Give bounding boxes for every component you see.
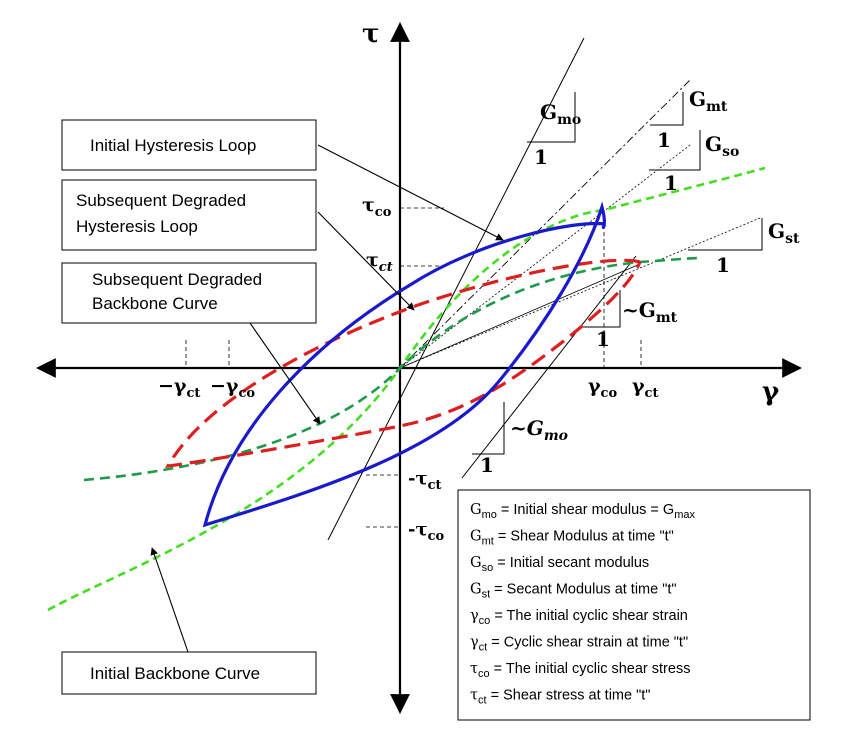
legend-entry: γct = Cyclic shear strain at time "t" xyxy=(470,635,688,654)
g-mt-slope-triangle xyxy=(650,92,684,126)
minus-tau-co-label: -τco xyxy=(408,519,445,544)
degraded-hysteresis-loop xyxy=(165,258,642,468)
approx-g-mt-label: ~Gmt xyxy=(622,298,678,326)
g-mo-low-one: 1 xyxy=(480,453,494,477)
legend-entry: Gmo = Initial shear modulus = Gmax xyxy=(470,502,695,521)
x-axis-label: γ xyxy=(762,377,780,407)
subsequent-backbone-arrow xyxy=(249,322,321,425)
tau-co-label: τco xyxy=(362,194,392,220)
initial-hysteresis-label: Initial Hysteresis Loop xyxy=(90,136,256,155)
g-mo-tangent-line xyxy=(327,37,585,541)
subsequent-hysteresis-label-1: Subsequent Degraded xyxy=(76,191,246,210)
g-mo-parallel-line xyxy=(461,255,637,479)
initial-backbone-curve xyxy=(47,166,766,612)
initial-backbone-box xyxy=(61,651,317,695)
minus-tau-ct-label: -τct xyxy=(408,468,442,493)
subsequent-hysteresis-box xyxy=(61,179,317,251)
gamma-co-label: γco xyxy=(588,375,617,401)
g-mt-top-one: 1 xyxy=(657,128,671,152)
minus-gamma-co-label: −γco xyxy=(210,375,255,401)
g-mo-low-slope-triangle xyxy=(472,402,505,455)
legend-entry: Gst = Secant Modulus at time "t" xyxy=(470,582,677,601)
initial-hysteresis-box xyxy=(61,119,317,171)
initial-backbone-arrow xyxy=(150,547,189,653)
g-so-label: Gso xyxy=(705,132,739,160)
subsequent-backbone-box xyxy=(61,262,317,324)
legend-entry: Gso = Initial secant modulus xyxy=(470,555,649,574)
approx-g-mo-label: ~Gmo xyxy=(510,416,568,444)
subsequent-backbone-label-1: Subsequent Degraded xyxy=(92,270,262,289)
subsequent-hysteresis-label-2: Hysteresis Loop xyxy=(76,217,198,236)
g-mt-tangent-line xyxy=(399,79,691,369)
legend-box xyxy=(457,489,811,721)
tau-ct-label: τct xyxy=(366,249,393,275)
legend-entry: Gmt = Shear Modulus at time "t" xyxy=(470,529,674,548)
gamma-ct-label: γct xyxy=(632,375,658,401)
g-st-one: 1 xyxy=(716,253,730,277)
g-st-slope-triangle xyxy=(688,218,763,251)
g-so-one: 1 xyxy=(664,171,678,195)
g-mt-top-label: Gmt xyxy=(689,87,728,115)
initial-hysteresis-arrow xyxy=(317,144,504,241)
g-mo-top-one: 1 xyxy=(534,145,548,169)
g-mo-top-label: Gmo xyxy=(540,100,581,128)
initial-hysteresis-loop xyxy=(202,201,607,528)
g-st-label: Gst xyxy=(768,219,800,247)
y-axis-label: τ xyxy=(362,19,380,49)
legend-entry: γco = The initial cyclic shear strain xyxy=(470,608,688,627)
g-st-lower-line xyxy=(399,263,641,369)
g-so-secant-line xyxy=(399,144,691,369)
subsequent-hysteresis-arrow xyxy=(317,211,415,311)
g-mt-low-one: 1 xyxy=(596,327,610,351)
g-st-secant-line xyxy=(399,217,761,369)
g-so-slope-triangle xyxy=(649,130,701,171)
legend-entry: τco = The initial cyclic shear stress xyxy=(470,661,690,680)
g-mt-low-slope-triangle xyxy=(583,290,621,328)
minus-gamma-ct-label: −γct xyxy=(158,375,200,401)
degraded-backbone-curve xyxy=(83,256,701,482)
legend-entry: τct = Shear stress at time "t" xyxy=(470,688,650,707)
g-mo-slope-triangle xyxy=(527,92,576,143)
subsequent-backbone-label-2: Backbone Curve xyxy=(92,294,218,313)
initial-backbone-label: Initial Backbone Curve xyxy=(90,664,260,683)
